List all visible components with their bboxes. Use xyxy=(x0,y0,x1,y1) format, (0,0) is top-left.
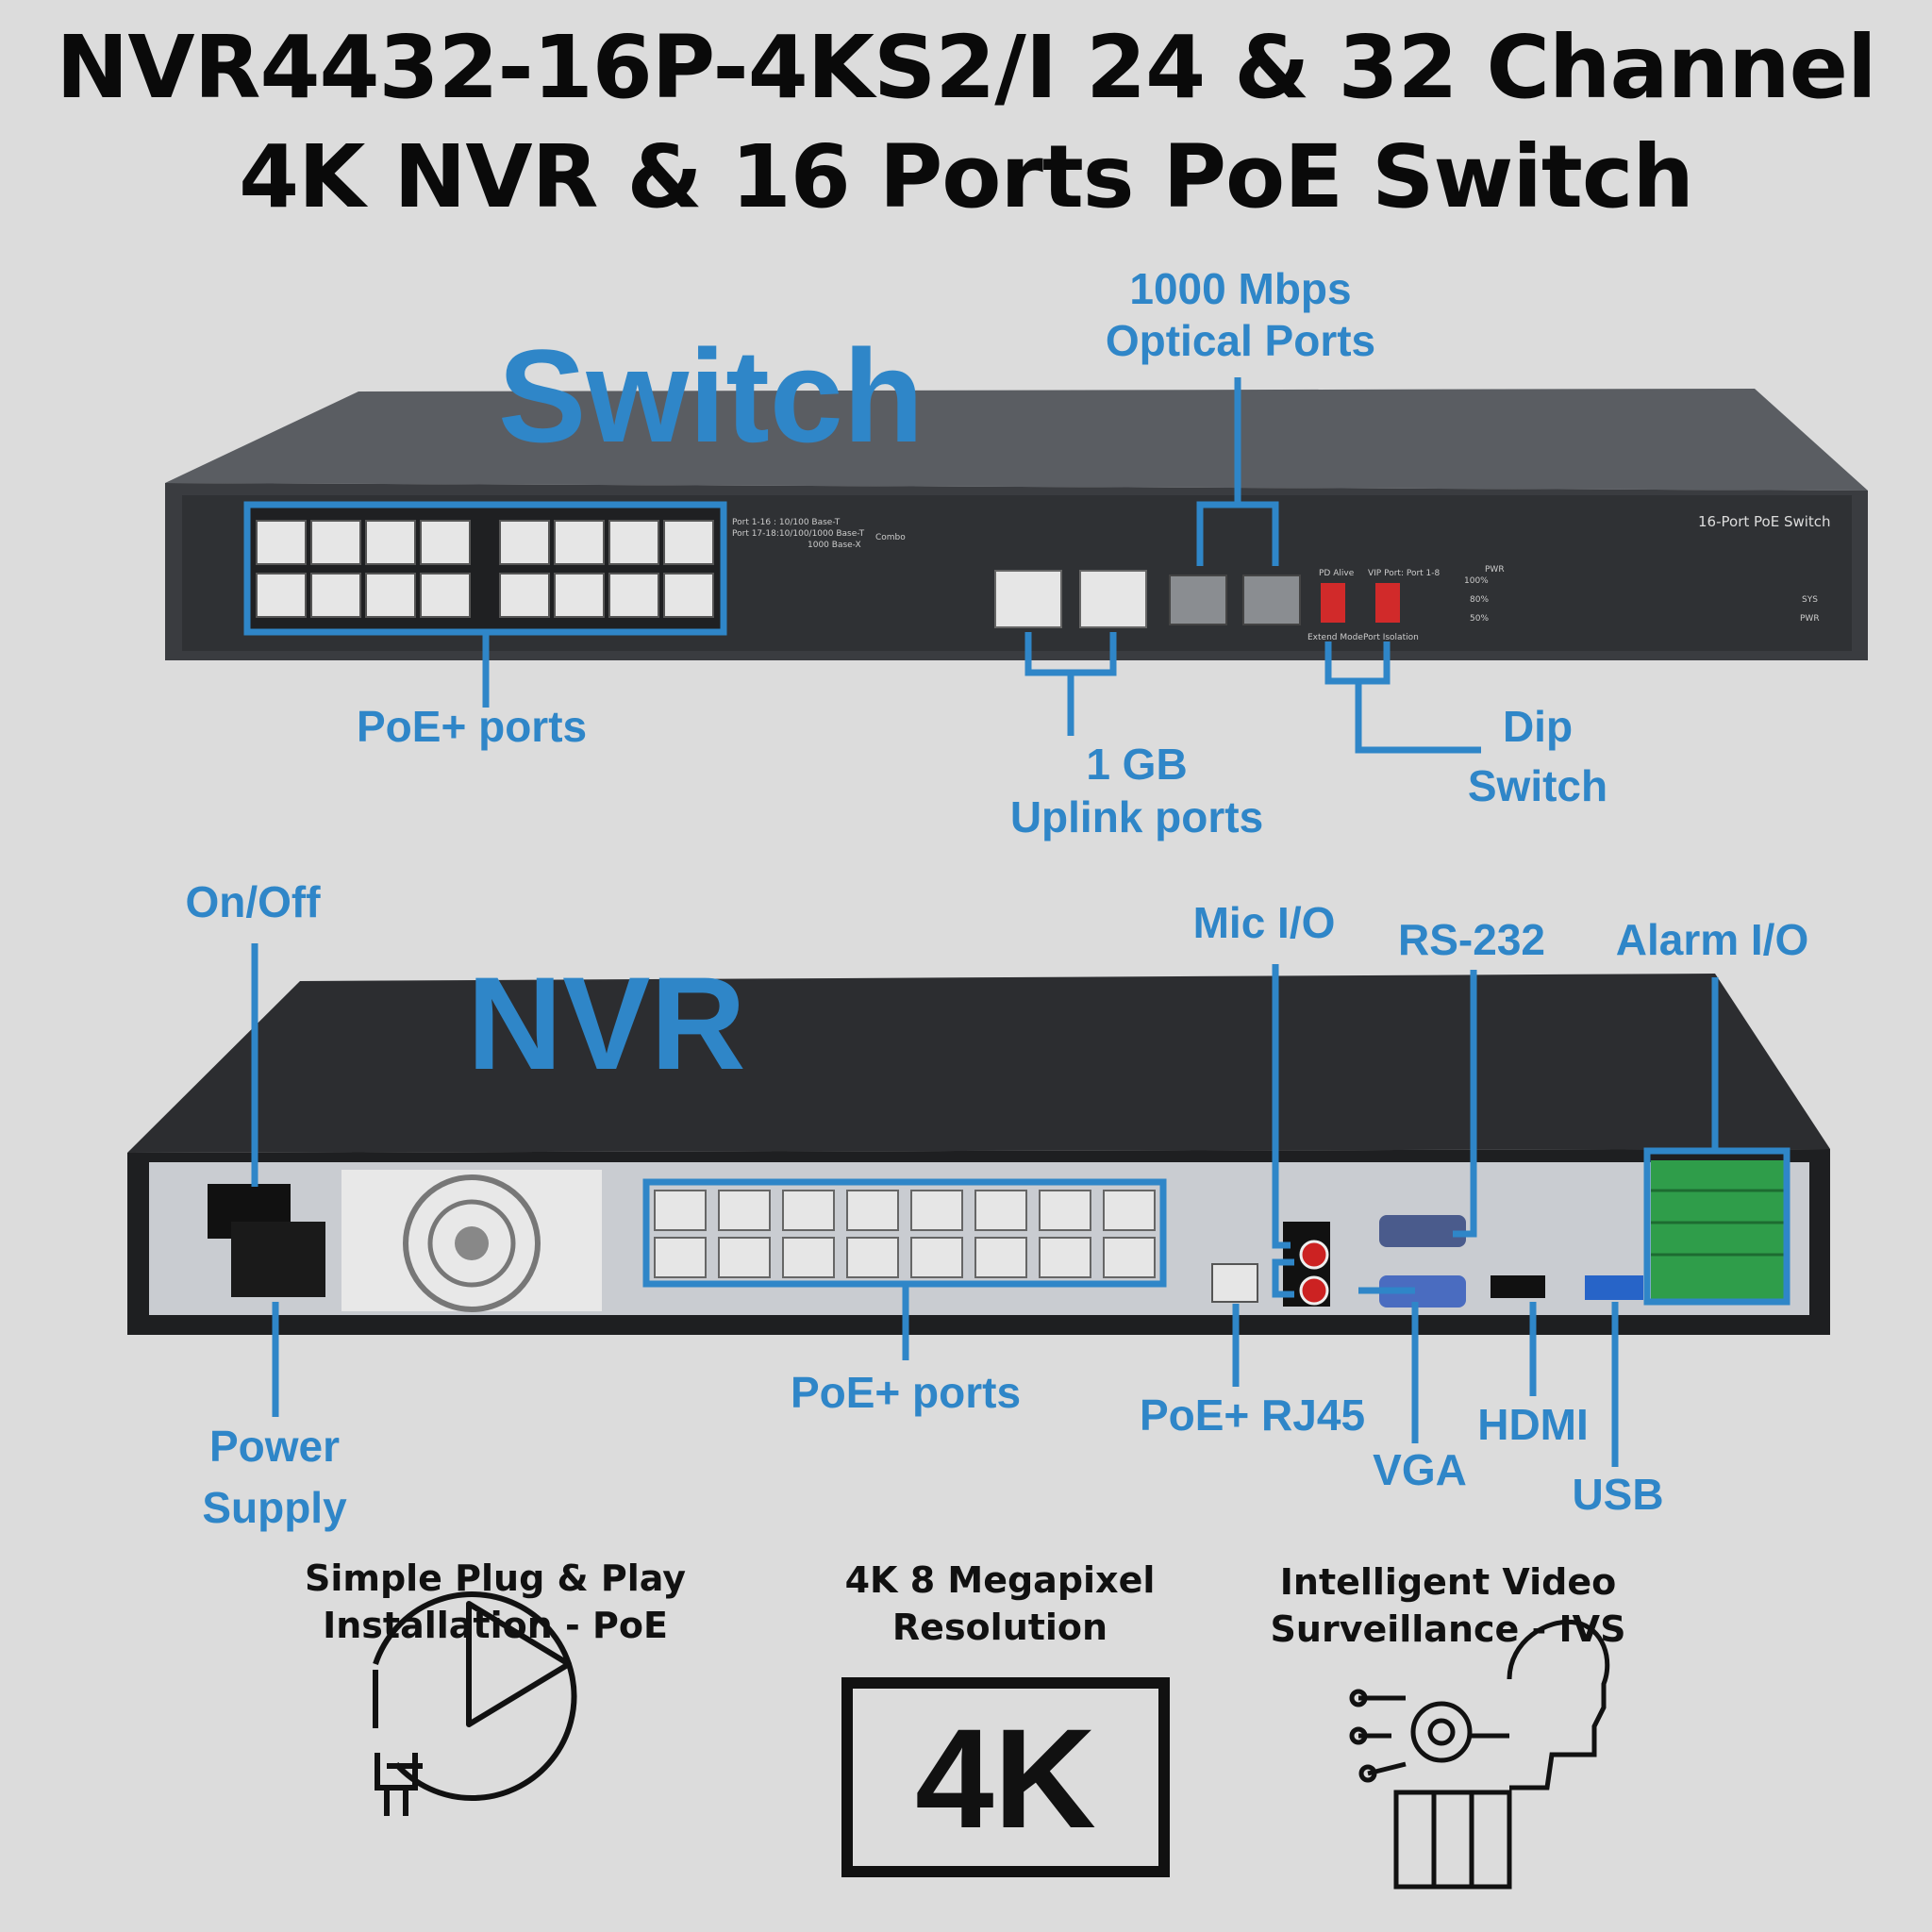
uplink-ports-label-line1: 1 GB xyxy=(1086,740,1188,789)
switch-heading: Switch xyxy=(498,322,924,470)
feature-4k-line2: Resolution xyxy=(891,1607,1108,1648)
uplink-ports-label-line2: Uplink ports xyxy=(1009,792,1264,841)
feature-plug-play-line1: Simple Plug & Play xyxy=(304,1557,687,1599)
ai-head-icon xyxy=(1349,1619,1610,1890)
4k-badge-text: 4K xyxy=(915,1699,1096,1857)
feature-ivs-line1: Intelligent Video xyxy=(1279,1561,1617,1603)
svg-text:Port 17-18:10/100/1000 Base-T: Port 17-18:10/100/1000 Base-T xyxy=(732,529,865,539)
switch-poe-port-block xyxy=(247,508,724,630)
svg-text:PWR: PWR xyxy=(1485,565,1505,575)
mic-io-label: Mic I/O xyxy=(1192,898,1336,947)
svg-text:PWR: PWR xyxy=(1800,614,1820,624)
svg-text:VIP Port: Port 1-8: VIP Port: Port 1-8 xyxy=(1368,569,1441,578)
svg-text:50%: 50% xyxy=(1470,614,1489,624)
usb-label: USB xyxy=(1572,1470,1664,1519)
svg-text:Port Isolation: Port Isolation xyxy=(1363,633,1419,642)
svg-text:16-Port PoE Switch: 16-Port PoE Switch xyxy=(1698,513,1831,530)
4k-badge-icon xyxy=(841,1677,1170,1877)
poe-rj45-label: PoE+ RJ45 xyxy=(1139,1391,1366,1440)
svg-text:PD Alive: PD Alive xyxy=(1319,569,1355,578)
svg-text:Port 1-16 : 10/100 Base-T: Port 1-16 : 10/100 Base-T xyxy=(732,518,841,527)
nvr-poe-ports-label: PoE+ ports xyxy=(790,1368,1022,1417)
switch-device: Port 1-16 : 10/100 Base-T Port 17-18:10/… xyxy=(165,389,1868,660)
nvr-heading: NVR xyxy=(467,949,746,1097)
power-supply-label-line1: Power xyxy=(208,1422,341,1471)
switch-poe-ports-label: PoE+ ports xyxy=(357,702,588,751)
switch-callout-lines xyxy=(243,377,1481,754)
hdmi-label: HDMI xyxy=(1477,1400,1589,1449)
nvr-callout-lines xyxy=(251,943,1790,1467)
svg-text:Combo: Combo xyxy=(875,533,906,542)
optical-ports-label-line2: Optical Ports xyxy=(1105,316,1376,365)
svg-text:SYS: SYS xyxy=(1802,595,1818,605)
on-off-label: On/Off xyxy=(185,877,321,926)
dip-switch-label-line1: Dip xyxy=(1502,702,1574,751)
feature-plug-play-line2: Installation - PoE xyxy=(323,1605,668,1646)
optical-ports-label-line1: 1000 Mbps xyxy=(1129,264,1352,313)
switch-sfp-ports xyxy=(1169,575,1301,625)
rs232-label: RS-232 xyxy=(1398,915,1545,964)
feature-ivs-line2: Surveillance - IVS xyxy=(1270,1608,1626,1650)
svg-text:Extend Mode: Extend Mode xyxy=(1307,633,1363,642)
feature-4k-line1: 4K 8 Megapixel xyxy=(844,1559,1156,1601)
vga-label: VGA xyxy=(1373,1445,1467,1494)
nvr-poe-port-block xyxy=(654,1190,1156,1278)
svg-text:1000 Base-X: 1000 Base-X xyxy=(808,541,861,550)
svg-text:100%: 100% xyxy=(1464,576,1489,586)
switch-uplink-ports xyxy=(994,570,1147,628)
power-supply-label-line2: Supply xyxy=(202,1483,347,1532)
fan-grille xyxy=(341,1170,602,1312)
svg-text:80%: 80% xyxy=(1470,595,1489,605)
page-title-line2: 4K NVR & 16 Ports PoE Switch xyxy=(239,126,1694,227)
plug-play-icon xyxy=(373,1591,577,1816)
dip-switch-label-line2: Switch xyxy=(1467,761,1608,810)
switch-dip-block xyxy=(1321,583,1400,623)
page-title-line1: NVR4432-16P-4KS2/I 24 & 32 Channel xyxy=(56,17,1876,118)
alarm-io-label: Alarm I/O xyxy=(1615,915,1809,964)
